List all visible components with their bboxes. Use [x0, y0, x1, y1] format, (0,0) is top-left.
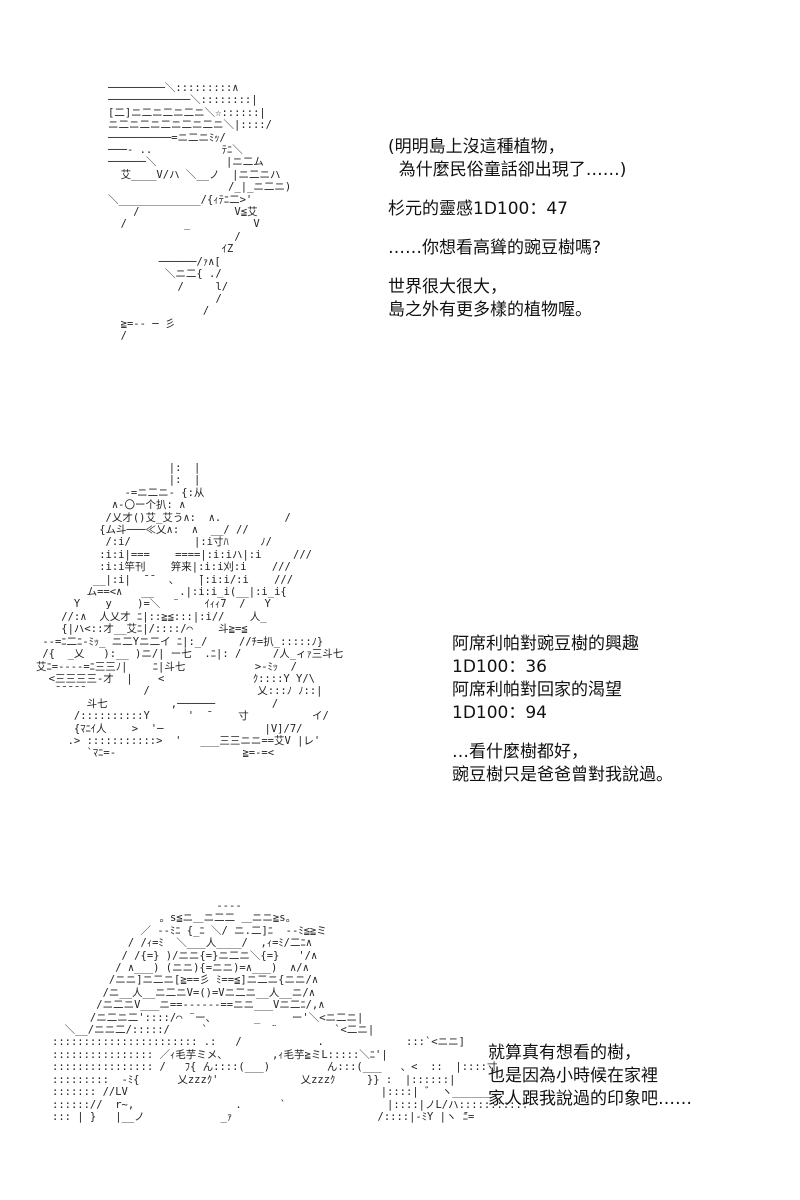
- line-gap: [388, 260, 626, 276]
- narration-line: 阿席利帕對豌豆樹的興趣: [452, 634, 639, 654]
- narration-line: 杉元的靈感1D100：47: [388, 199, 568, 219]
- ascii-art-asirpa: |: | |: | -=ニ二ニ- {:从 ∧-〇ー个扒: ∧ /乂才()艾_艾う…: [36, 462, 344, 760]
- narration-line: 也是因為小時候在家裡: [488, 1066, 658, 1086]
- line-gap: [388, 182, 626, 198]
- narration-panel-1: (明明島上沒這種植物， 為什麼民俗童話卻出現了……) 杉元的靈感1D100：47 ……: [388, 136, 626, 322]
- narration-line: 島之外有更多樣的植物喔。: [388, 300, 592, 320]
- narration-line: 為什麼民俗童話卻出現了……): [388, 160, 627, 180]
- narration-line: 世界很大很大，: [388, 277, 507, 297]
- narration-line: (明明島上沒這種植物，: [388, 137, 565, 157]
- narration-line: 豌豆樹只是爸爸曾對我說過。: [452, 765, 673, 785]
- narration-line: ……你想看高聳的豌豆樹嗎?: [388, 238, 602, 258]
- line-gap: [452, 725, 673, 741]
- ascii-art-sugimoto: ─────────＼:::::::::∧ ─────────────＼:::::…: [108, 82, 292, 343]
- line-gap: [388, 221, 626, 237]
- narration-line: …看什麼樹都好，: [452, 742, 588, 762]
- narration-line: 家人跟我說過的印象吧……: [488, 1089, 692, 1109]
- narration-line: 1D100：36: [452, 657, 547, 677]
- ascii-art-tree-character: ---- 。s≦ニ＿ニ二二 ＿ニニ≧s。 ／ --ﾐﾆ {_ﾆ ＼/ ニ.二]ﾆ…: [52, 900, 529, 1123]
- narration-line: 就算真有想看的樹，: [488, 1043, 641, 1063]
- narration-panel-3: 就算真有想看的樹， 也是因為小時候在家裡家人跟我說過的印象吧……: [488, 1042, 692, 1111]
- narration-line: 1D100：94: [452, 703, 547, 723]
- narration-panel-2: 阿席利帕對豌豆樹的興趣 1D100：36 阿席利帕對回家的渴望 1D100：94 …看什…: [452, 633, 673, 787]
- narration-line: 阿席利帕對回家的渴望: [452, 680, 622, 700]
